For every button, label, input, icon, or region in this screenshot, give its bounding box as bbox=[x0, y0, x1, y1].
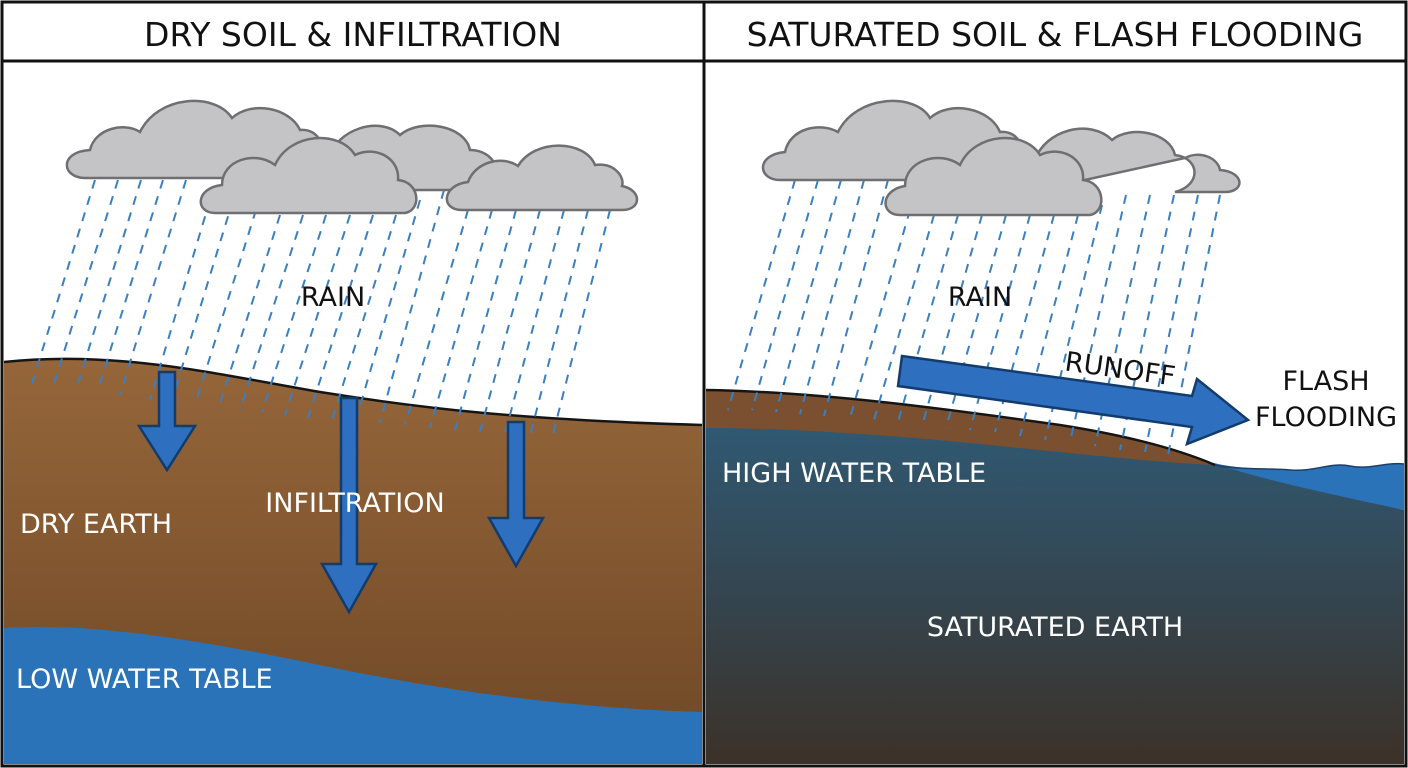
infiltration-arrow bbox=[136, 370, 198, 473]
cloud-icon bbox=[199, 136, 418, 215]
saturated-earth-label: SATURATED EARTH bbox=[927, 612, 1183, 643]
left-rain bbox=[29, 179, 611, 439]
flooding-label: FLOODING bbox=[1255, 402, 1397, 433]
cloud-icon bbox=[884, 136, 1103, 217]
right-panel-title: SATURATED SOIL & FLASH FLOODING bbox=[747, 15, 1364, 54]
flood-water bbox=[1210, 462, 1404, 510]
runoff-arrow bbox=[896, 354, 1251, 447]
high-water-table-label: HIGH WATER TABLE bbox=[722, 458, 986, 489]
flash-label: FLASH bbox=[1282, 366, 1369, 397]
infiltration-arrow bbox=[486, 420, 546, 569]
right-panel: RAIN RUNOFF FLASH FLOODING HIGH WATER TA… bbox=[706, 62, 1404, 764]
low-water-table bbox=[4, 626, 702, 764]
left-panel: RAIN INFILTRATION DRY EARTH LOW WATER TA… bbox=[4, 62, 702, 764]
low-water-table-label: LOW WATER TABLE bbox=[16, 664, 273, 695]
cloud-icon bbox=[445, 144, 639, 212]
left-clouds bbox=[65, 99, 639, 215]
cloud-icon bbox=[761, 99, 1024, 182]
rain-label: RAIN bbox=[301, 282, 365, 313]
right-clouds bbox=[761, 99, 1241, 217]
infiltration-arrow bbox=[319, 396, 379, 615]
wet-soil-band bbox=[706, 390, 1215, 465]
rain-label: RAIN bbox=[948, 282, 1012, 313]
infiltration-label: INFILTRATION bbox=[265, 488, 444, 519]
dry-earth-label: DRY EARTH bbox=[20, 509, 172, 540]
left-panel-title: DRY SOIL & INFILTRATION bbox=[144, 15, 562, 54]
saturated-earth-layer bbox=[706, 390, 1404, 764]
